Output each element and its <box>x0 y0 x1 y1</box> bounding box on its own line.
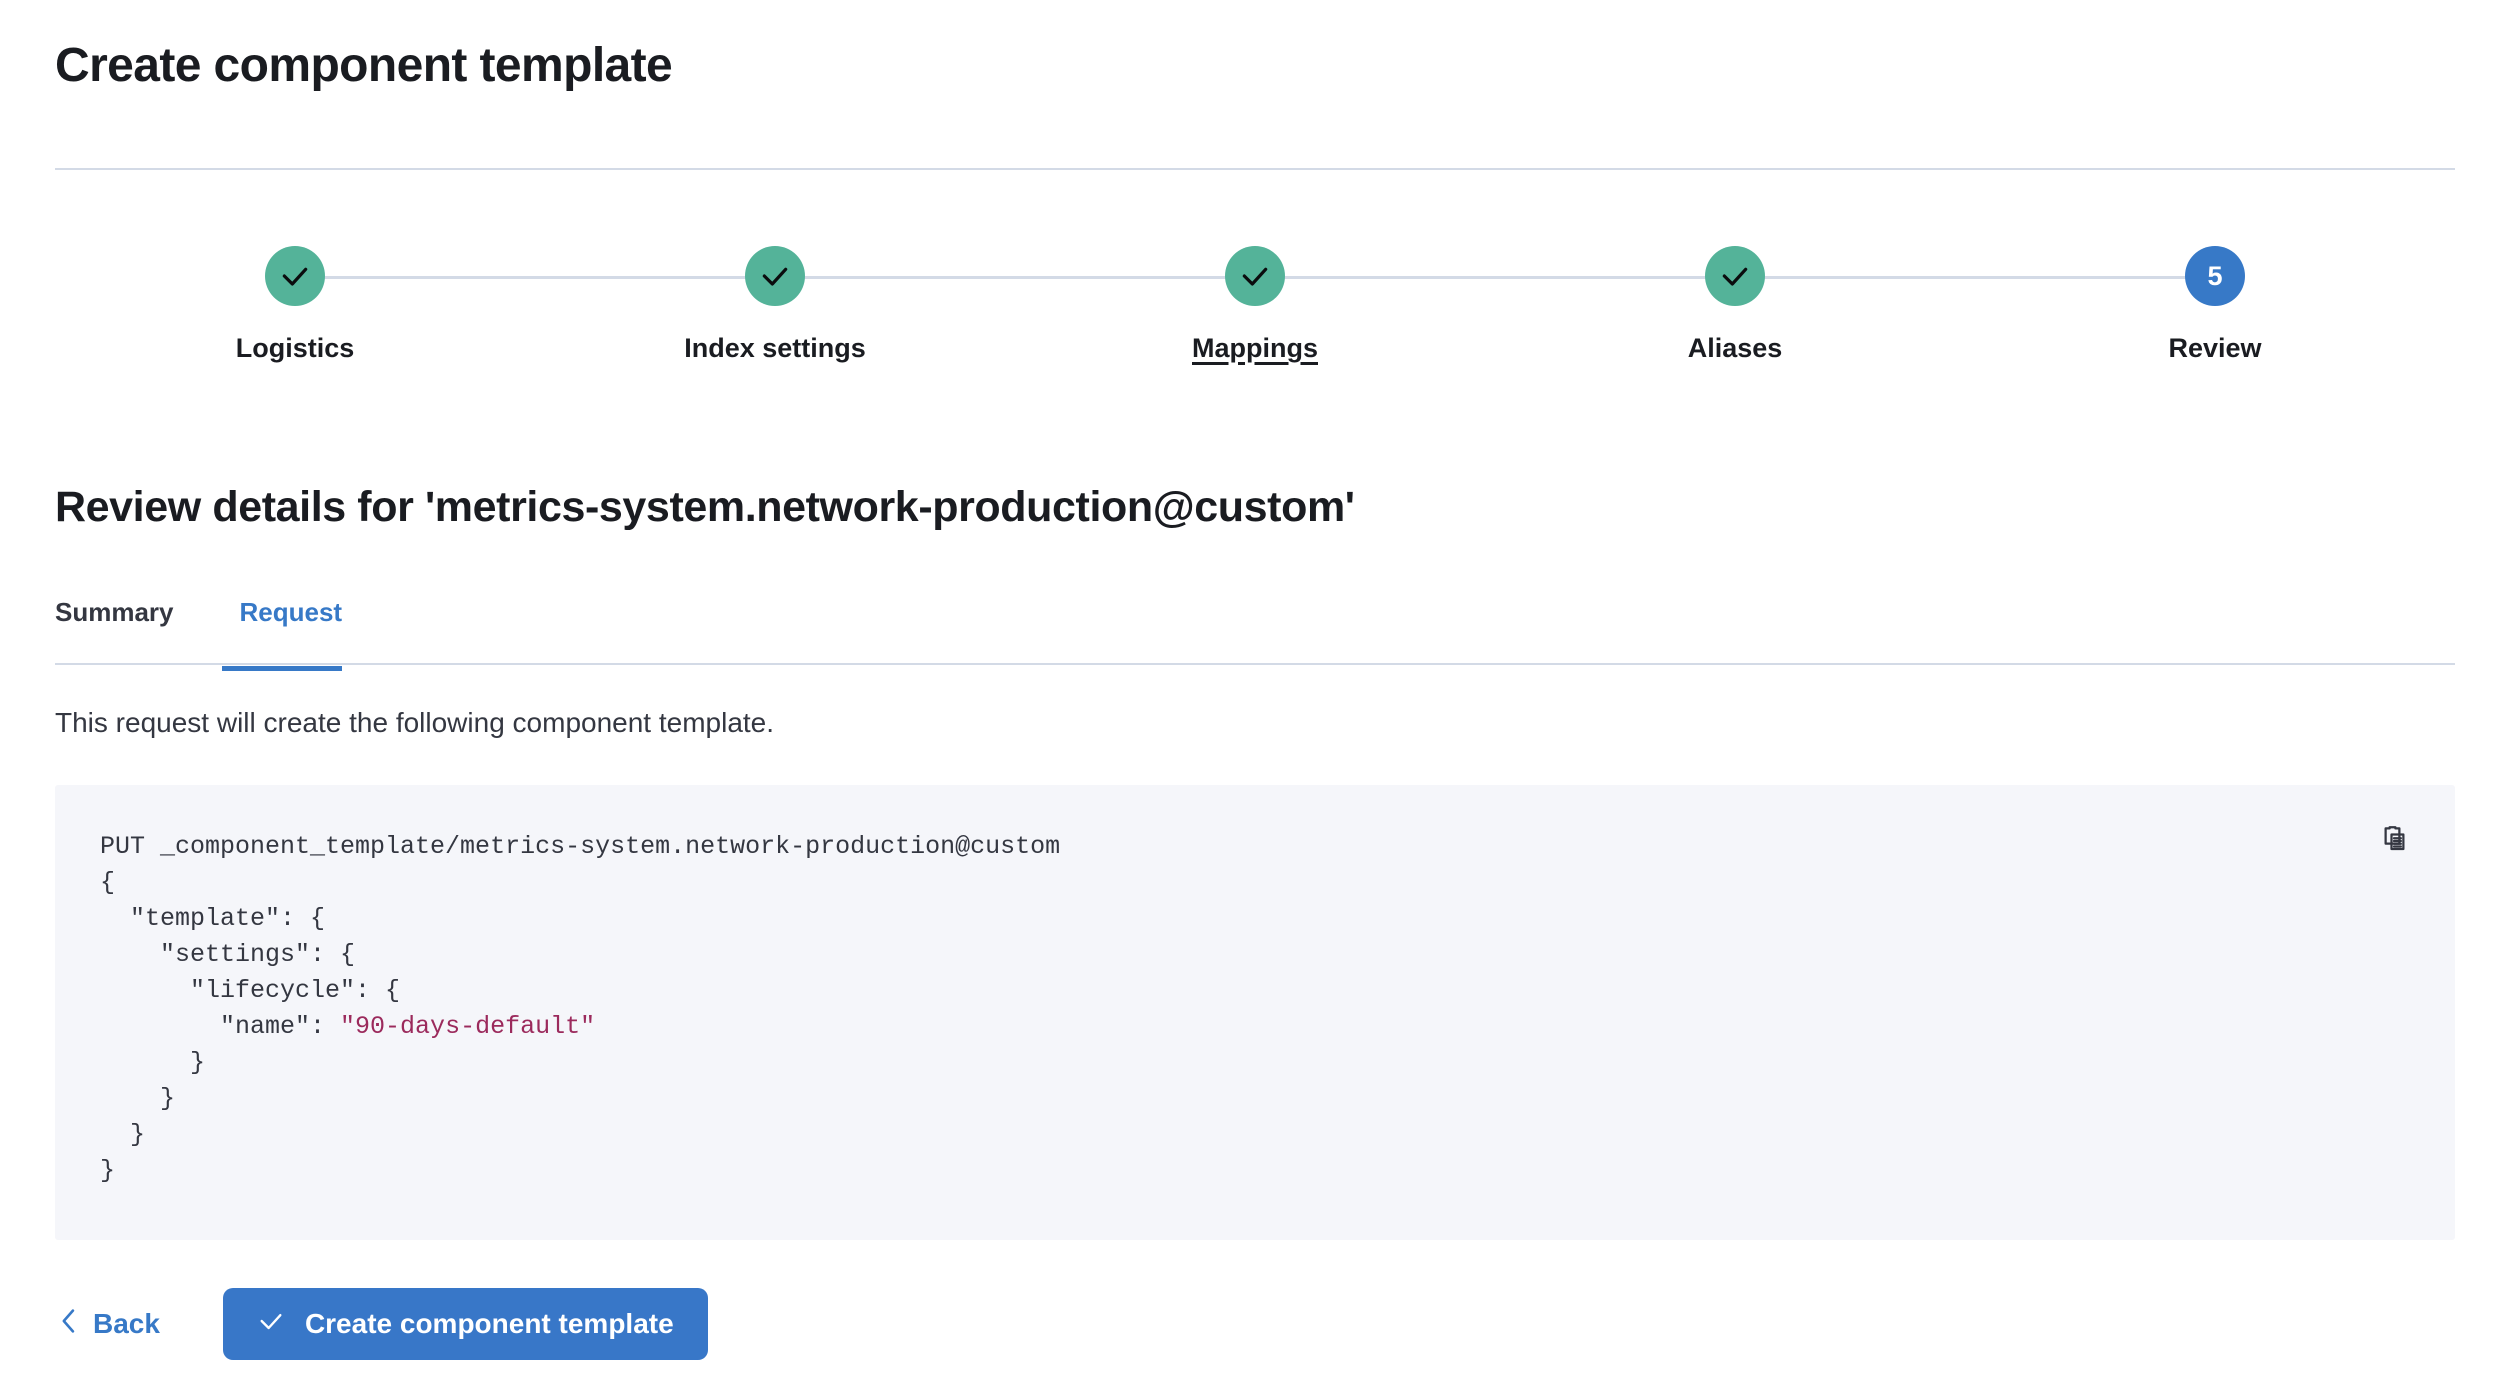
code-line-4: "settings": { <box>100 940 356 969</box>
code-line-8: } <box>100 1084 176 1113</box>
step-label-cell: Logistics <box>55 333 535 364</box>
code-line-6-value: "90-days-default" <box>340 1012 596 1041</box>
connector-line <box>295 276 535 279</box>
code-line-1: PUT _component_template/metrics-system.n… <box>100 832 1061 861</box>
check-icon <box>257 1307 285 1342</box>
step-logistics[interactable] <box>55 246 535 306</box>
request-description: This request will create the following c… <box>55 707 775 738</box>
wizard-footer: Back Create component template <box>55 1288 708 1360</box>
step-label-cell: Mappings <box>1015 333 1495 364</box>
back-button[interactable]: Back <box>55 1300 164 1349</box>
step-mappings[interactable] <box>1015 246 1495 306</box>
step-circle-complete[interactable] <box>1705 246 1765 306</box>
connector-line <box>535 276 775 279</box>
stepper-labels: Logistics Index settings Mappings Aliase… <box>55 333 2455 364</box>
chevron-left-icon <box>59 1308 79 1341</box>
step-number: 5 <box>2207 260 2223 291</box>
tabs-underline <box>55 663 2455 665</box>
connector-line <box>1735 276 1975 279</box>
step-aliases[interactable] <box>1495 246 1975 306</box>
back-button-label: Back <box>93 1308 160 1339</box>
code-line-10: } <box>100 1156 116 1185</box>
step-review[interactable]: 5 <box>1975 246 2455 306</box>
code-line-7: } <box>100 1048 206 1077</box>
step-circle-complete[interactable] <box>745 246 805 306</box>
page-title: Create component template <box>55 39 673 92</box>
check-icon <box>759 260 791 292</box>
review-heading: Review details for 'metrics-system.netwo… <box>55 483 1355 531</box>
sidebar-item-label-aliases[interactable]: Aliases <box>1687 333 1783 363</box>
code-line-9: } <box>100 1120 146 1149</box>
connector-line <box>1255 276 1495 279</box>
check-icon <box>1719 260 1751 292</box>
code-line-3: "template": { <box>100 904 326 933</box>
step-label-cell: Index settings <box>535 333 1015 364</box>
connector-line <box>1015 276 1255 279</box>
tabs-row: Summary Request <box>55 597 2455 671</box>
header-divider <box>55 168 2455 170</box>
create-component-template-button[interactable]: Create component template <box>222 1288 708 1360</box>
connector-line <box>1975 276 2215 279</box>
sidebar-item-label-index-settings[interactable]: Index settings <box>684 333 866 363</box>
connector-line <box>1495 276 1735 279</box>
step-label-cell: Review <box>1975 333 2455 364</box>
sidebar-item-label-logistics[interactable]: Logistics <box>235 333 355 363</box>
stepper-track: 5 <box>55 245 2455 307</box>
create-component-template-button-label: Create component template <box>304 1308 674 1339</box>
sidebar-item-label-mappings[interactable]: Mappings <box>1192 333 1318 363</box>
request-code-text: PUT _component_template/metrics-system.n… <box>100 829 1060 1189</box>
step-circle-current[interactable]: 5 <box>2185 246 2245 306</box>
step-circle-complete[interactable] <box>1225 246 1285 306</box>
step-label-cell: Aliases <box>1495 333 1975 364</box>
code-line-5: "lifecycle": { <box>100 976 401 1005</box>
tab-request[interactable]: Request <box>221 597 361 671</box>
code-line-6-key: "name": <box>100 1012 341 1041</box>
sidebar-item-label-review[interactable]: Review <box>2168 333 2262 363</box>
step-index-settings[interactable] <box>535 246 1015 306</box>
check-icon <box>279 260 311 292</box>
tabs-container: Summary Request <box>55 597 2455 671</box>
copy-icon[interactable] <box>2373 817 2417 861</box>
wizard-stepper: 5 Logistics Index settings Mappings Alia… <box>55 245 2455 390</box>
step-circle-complete[interactable] <box>265 246 325 306</box>
check-icon <box>1239 260 1271 292</box>
request-code-block: PUT _component_template/metrics-system.n… <box>55 785 2455 1240</box>
code-line-2: { <box>100 868 116 897</box>
tab-summary[interactable]: Summary <box>55 597 192 663</box>
connector-line <box>775 276 1015 279</box>
